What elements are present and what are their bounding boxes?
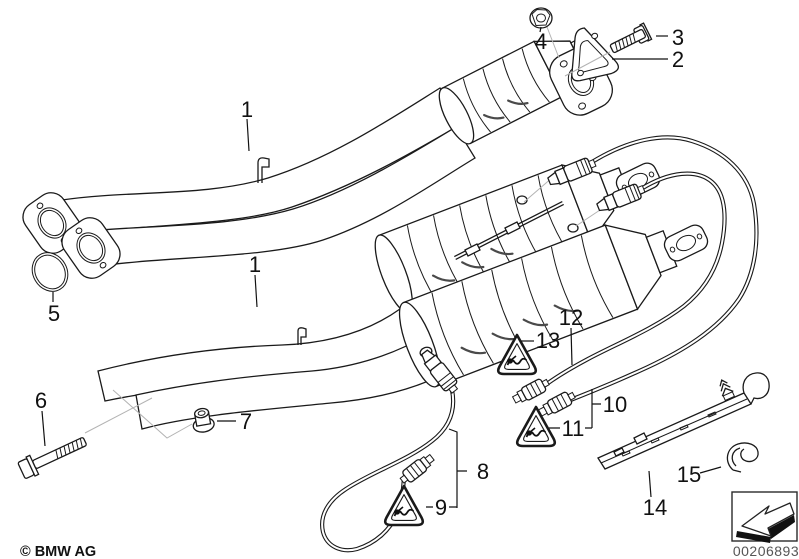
hex-bolt-6 (17, 437, 87, 479)
rod-clamp (504, 221, 521, 235)
push-clip (719, 379, 736, 402)
callout-11: 11 (562, 416, 585, 441)
gasket-ring (31, 252, 69, 292)
rod-clamp (464, 243, 481, 257)
callout-14: 14 (643, 495, 667, 520)
catalytic-converter-front (398, 224, 678, 388)
callout-9: 9 (435, 495, 447, 520)
callout-leader-lines (41, 26, 722, 508)
image-id-text: 00206893 (733, 543, 799, 559)
callout-4: 4 (535, 29, 547, 54)
callout-labels: 1 1 2 3 4 5 6 7 8 9 10 11 12 13 14 15 (35, 25, 701, 520)
front-pipe-assembly-upper (16, 33, 620, 292)
pipe-bracket-tab (297, 327, 307, 345)
sensor-plug-connector (510, 375, 552, 407)
callout-13: 13 (536, 328, 560, 353)
callout-10: 10 (603, 392, 627, 417)
callout-15: 15 (677, 462, 701, 487)
flange-nut-7 (192, 407, 215, 433)
cable-clip-15 (726, 442, 759, 473)
callout-12: 12 (559, 305, 583, 330)
callout-8: 8 (477, 459, 489, 484)
sensor-plug-connector (536, 388, 578, 420)
direction-arrow-icon (736, 502, 795, 543)
sensor-boss (516, 195, 528, 205)
exhaust-pipe-front (87, 126, 476, 268)
callout-7: 7 (240, 409, 252, 434)
oxygen-sensor-cable-8 (320, 387, 456, 553)
pipe-bracket-tab (257, 157, 270, 183)
callout-2: 2 (672, 47, 684, 72)
direction-indicator: 00206893 (731, 491, 799, 559)
callout-1-lower: 1 (249, 252, 261, 277)
oxygen-sensor-cable-12 (565, 135, 759, 404)
callout-3: 3 (672, 25, 684, 50)
copyright-text: © BMW AG (20, 544, 96, 559)
callout-6: 6 (35, 388, 47, 413)
oxygen-sensor-cable-10 (541, 171, 727, 389)
callout-5: 5 (48, 301, 60, 326)
callout-1-upper: 1 (241, 97, 253, 122)
hex-nut-4 (529, 7, 553, 29)
hex-bolt-3 (609, 22, 653, 54)
sensor-boss (567, 223, 579, 233)
warning-triangle-icon (383, 484, 425, 527)
cable-holder-rail (597, 372, 770, 470)
